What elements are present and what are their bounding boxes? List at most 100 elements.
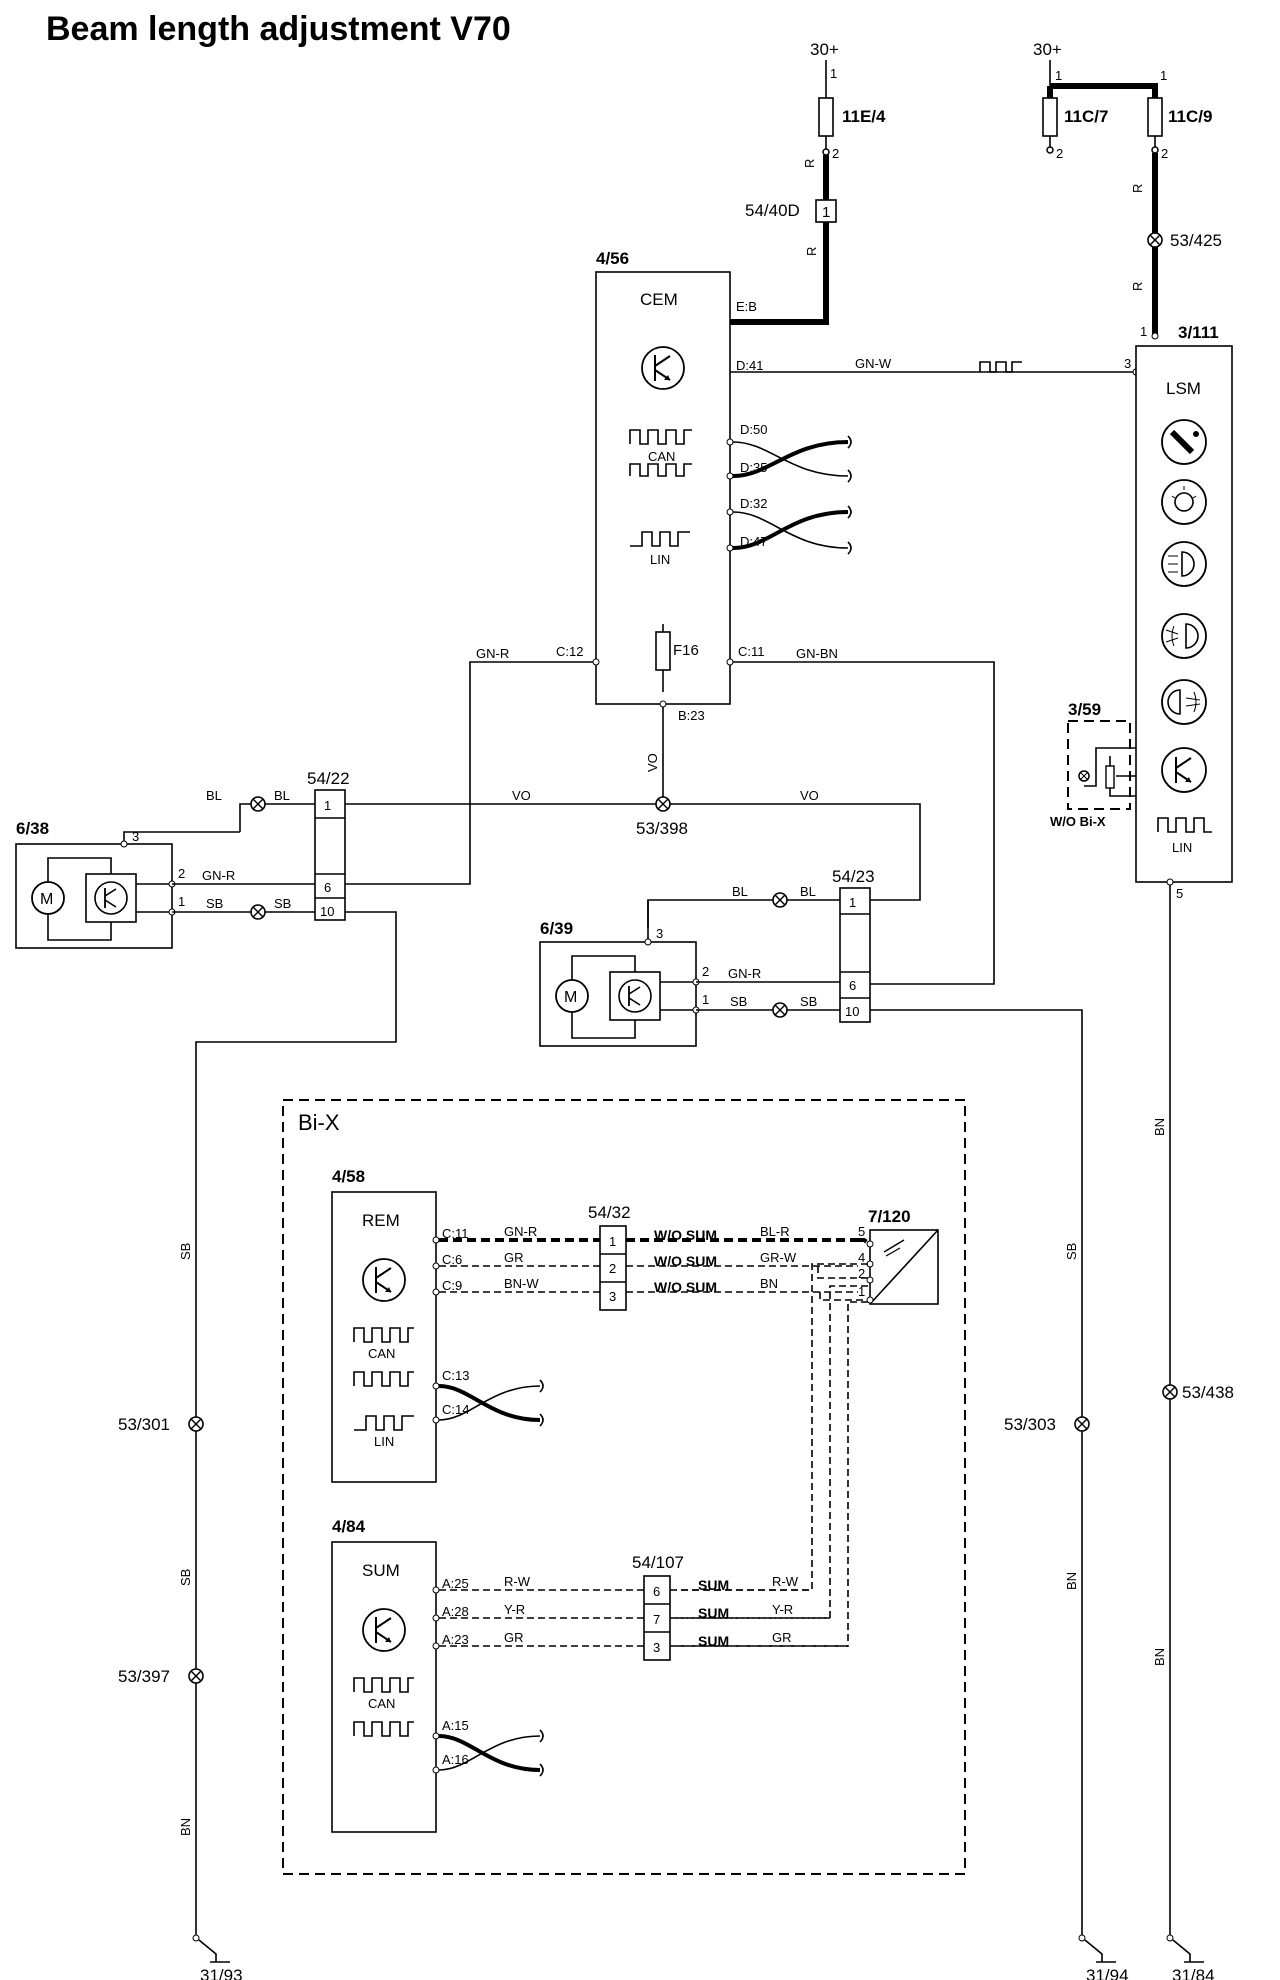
motor-6-39-label: 6/39 [540, 919, 573, 938]
pin-label: 7 [653, 1612, 660, 1627]
wire-label: SB [206, 896, 223, 911]
wire-label-r: R [1130, 282, 1145, 291]
wire-label: GN-R [728, 966, 761, 981]
pin-label: 2 [702, 964, 709, 979]
ground-line-left: SB 53/301 SB 53/397 BN 31/93 [118, 1243, 243, 1980]
parking-light-icon [1161, 479, 1207, 525]
wire-tag: SUM [698, 1577, 729, 1593]
wire-label: BL-R [760, 1224, 790, 1239]
ground-icon [1084, 1939, 1116, 1963]
lsm-lin-label: LIN [1172, 840, 1192, 855]
pin-label: B:23 [678, 708, 705, 723]
splice-53-397 [188, 1668, 204, 1684]
wire-label: BN-W [504, 1276, 539, 1291]
connector-54-23: 54/23 1 6 10 [832, 867, 875, 1023]
lsm-id-label: 3/111 [1178, 323, 1219, 342]
can-signal-icon [629, 429, 692, 477]
splice-53-438-label: 53/438 [1182, 1383, 1234, 1402]
pin-label: 1 [324, 798, 331, 813]
fuse-11C7 [1042, 97, 1058, 137]
bix-label: Bi-X [298, 1110, 340, 1135]
wire-label: R-W [504, 1574, 531, 1589]
fuse-11C9 [1147, 97, 1163, 137]
fuse-11C-branch: 30+ 1 1 11C/7 11C/9 2 2 R R 53/425 [1033, 40, 1222, 334]
wire-label: Y-R [504, 1602, 525, 1617]
cem-can-label: CAN [648, 449, 675, 464]
pin-label: 5 [858, 1224, 865, 1239]
wire-label: GR [504, 1630, 524, 1645]
wire-tag: SUM [698, 1633, 729, 1649]
sum-wires: R-W Y-R GR SUM SUM SUM R-W Y-R GR [432, 1574, 848, 1650]
fuse-F16 [655, 631, 671, 671]
cem-id-label: 4/56 [596, 249, 629, 268]
supply-label-right: 30+ [1033, 40, 1062, 59]
cem-bus-stubs [726, 435, 852, 555]
fuse-11E4-label: 11E/4 [842, 107, 886, 126]
pin-label: 3 [653, 1640, 660, 1655]
pin-label: D:41 [736, 358, 763, 373]
splice-53-425 [1147, 232, 1163, 248]
light-switch-icon [1161, 419, 1207, 465]
splice-53-303 [1074, 1416, 1090, 1432]
pin-label: 1 [849, 895, 856, 910]
pin-label: 3 [656, 926, 663, 941]
splice-53-303-label: 53/303 [1004, 1415, 1056, 1434]
sum-name: SUM [362, 1561, 400, 1580]
rear-fog-light-icon [1161, 679, 1207, 725]
wire-label: Y-R [772, 1602, 793, 1617]
pin-label: A:16 [442, 1752, 469, 1767]
pin-label: C:14 [442, 1402, 469, 1417]
transistor-icon [618, 979, 652, 1013]
pin-label: 2 [178, 866, 185, 881]
lin-signal-icon [1157, 817, 1212, 833]
pin-label: C:11 [738, 644, 765, 659]
lin-signal-icon [354, 1415, 414, 1431]
wire-label: SB [178, 1569, 193, 1586]
wire-label: GN-R [202, 868, 235, 883]
pin-label: E:B [736, 299, 757, 314]
rem-lin-label: LIN [374, 1434, 394, 1449]
wire-label: GN-W [855, 356, 892, 371]
splice-53-301-label: 53/301 [118, 1415, 170, 1434]
wire-gn-bn: GN-BN [726, 646, 995, 985]
pin-label: 6 [849, 978, 856, 993]
ground-line-right: BN 53/438 BN 31/84 [1152, 885, 1234, 1980]
splice-53-398-label: 53/398 [636, 819, 688, 838]
wire-label-r: R [802, 159, 817, 168]
pin-label: A:15 [442, 1718, 469, 1733]
fuse-11C7-label: 11C/7 [1064, 107, 1108, 126]
splice-icon [772, 1002, 788, 1018]
wire-label: R-W [772, 1574, 799, 1589]
wire-label: GN-BN [796, 646, 838, 661]
svg-text:M: M [564, 989, 577, 1006]
lsm-name: LSM [1166, 379, 1201, 398]
wire-tag: W/O SUM [654, 1279, 717, 1295]
pin-label: 1 [822, 204, 830, 221]
connector-54-22: 54/22 1 6 10 [307, 769, 350, 921]
sum-id-label: 4/84 [332, 1517, 366, 1536]
fuse-pin: 2 [1056, 146, 1063, 161]
rem-wires: GN-R GR BN-W W/O SUM W/O SUM W/O SUM BL-… [432, 1224, 872, 1301]
wire-label: BN [760, 1276, 778, 1291]
pin-label: 1 [178, 894, 185, 909]
connector-54-22-label: 54/22 [307, 769, 350, 788]
transistor-icon [94, 881, 128, 915]
front-fog-light-icon [1161, 613, 1207, 659]
switch-3-59: 3/59 W/O Bi-X [1050, 700, 1136, 829]
fuse-F16-label: F16 [673, 642, 699, 659]
cem-lin-label: LIN [650, 552, 670, 567]
pin-label: 2 [858, 1266, 865, 1281]
rem-id-label: 4/58 [332, 1167, 365, 1186]
switch-3-59-label: 3/59 [1068, 700, 1101, 719]
pin-label: 4 [858, 1250, 865, 1265]
pin-label: C:12 [556, 644, 583, 659]
sensor-7-120-label: 7/120 [868, 1207, 911, 1226]
wire-label: GR [504, 1250, 524, 1265]
wire-label: VO [645, 753, 660, 772]
splice-icon [250, 796, 266, 812]
bix-area: Bi-X [282, 1099, 966, 1875]
ground-icon [198, 1939, 230, 1963]
wire-label: BL [206, 788, 222, 803]
fuse-pin: 1 [1055, 68, 1062, 83]
wire-label: VO [800, 788, 819, 803]
